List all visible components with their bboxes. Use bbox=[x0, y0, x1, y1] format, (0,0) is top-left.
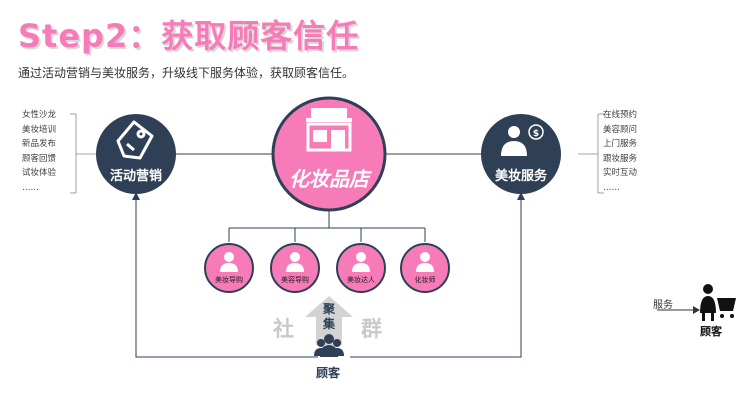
list-item: …… bbox=[22, 182, 39, 193]
list-item: 实时互动 bbox=[603, 168, 638, 178]
left-circle bbox=[96, 114, 176, 194]
list-item: 美容顾问 bbox=[603, 124, 638, 135]
svg-text:$: $ bbox=[533, 129, 539, 139]
customer-label: 顾客 bbox=[316, 366, 341, 380]
arrowhead-right bbox=[517, 192, 525, 200]
right-node-label: 美妆服务 bbox=[494, 169, 547, 184]
consultant-icon: $ bbox=[501, 124, 544, 156]
list-item: …… bbox=[603, 182, 620, 193]
partial-arrowhead bbox=[693, 306, 700, 314]
center-node-label: 化妆品店 bbox=[289, 167, 369, 191]
arrowhead-left bbox=[132, 192, 140, 200]
subtitle: 通过活动营销与美妆服务，升级线下服务体验，获取顾客信任。 bbox=[18, 66, 355, 80]
customer-group-icon bbox=[314, 334, 344, 357]
partial-service-text: 服务 bbox=[653, 300, 673, 311]
page-title: Step2：获取顾客信任 bbox=[18, 17, 360, 55]
staff-label: 美容导购 bbox=[281, 276, 309, 284]
list-item: 试妆体验 bbox=[22, 168, 57, 178]
center-circle bbox=[271, 96, 387, 212]
left-node-label: 活动营销 bbox=[109, 169, 162, 184]
staff-label: 美妆导购 bbox=[215, 276, 243, 284]
community-char-left: 社 bbox=[273, 317, 294, 341]
community-char-right: 群 bbox=[361, 317, 382, 341]
staff-label: 化妆师 bbox=[414, 276, 436, 284]
list-item: 女性沙龙 bbox=[22, 110, 57, 120]
staff-tree bbox=[228, 210, 426, 242]
right-bracket bbox=[578, 113, 604, 194]
loop-arrows bbox=[135, 198, 522, 358]
left-bracket bbox=[70, 113, 96, 194]
list-item: 上门服务 bbox=[603, 139, 638, 149]
shopper-icon bbox=[700, 284, 736, 321]
staff-label: 美妆达人 bbox=[347, 276, 375, 284]
list-item: 跟妆服务 bbox=[603, 153, 638, 164]
list-item: 美妆培训 bbox=[22, 124, 57, 135]
gather-arrow bbox=[305, 296, 353, 345]
staff-person-icons bbox=[220, 252, 434, 272]
gather-text: 聚集 bbox=[322, 302, 335, 331]
store-icon bbox=[306, 108, 352, 152]
activity-list: 女性沙龙 美妆培训 新品发布 顾客回馈 试妆体验 …… bbox=[22, 108, 56, 195]
partial-customer-label: 顾客 bbox=[700, 325, 722, 338]
tag-icon bbox=[116, 120, 154, 160]
list-item: 在线预约 bbox=[603, 110, 638, 120]
list-item: 顾客回馈 bbox=[22, 153, 57, 164]
list-item: 新品发布 bbox=[22, 139, 57, 149]
service-list: 在线预约 美容顾问 上门服务 跟妆服务 实时互动 …… bbox=[603, 108, 637, 195]
